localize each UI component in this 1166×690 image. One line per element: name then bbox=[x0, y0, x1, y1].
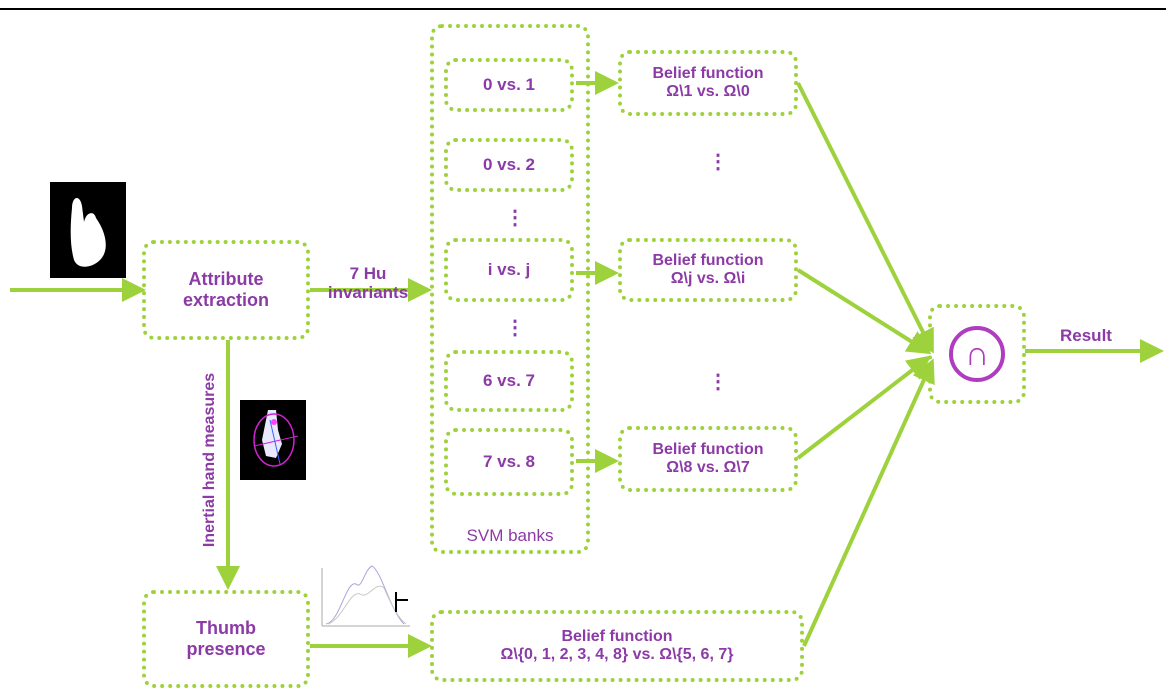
belief-3-line-2: Ω\8 vs. Ω\7 bbox=[666, 459, 750, 476]
belief-bottom-arrow bbox=[802, 358, 935, 647]
belief-function-2-box: Belief function Ω\j vs. Ω\i bbox=[618, 238, 798, 302]
result-label: Result bbox=[1060, 326, 1112, 345]
belief-function-bottom-box: Belief function Ω\{0, 1, 2, 3, 4, 8} vs.… bbox=[430, 610, 804, 682]
inertial-measures-image bbox=[240, 400, 306, 480]
inertial-measures-label: Inertial hand measures bbox=[201, 373, 219, 547]
thumb-line-1: Thumb bbox=[196, 618, 256, 639]
attribute-line-1: Attribute bbox=[188, 269, 264, 290]
belief-1-line-2: Ω\1 vs. Ω\0 bbox=[666, 83, 750, 100]
belief-2-line-2: Ω\j vs. Ω\i bbox=[670, 270, 746, 287]
thumb-presence-box: Thumb presence bbox=[142, 590, 310, 688]
svm-item-6v7: 6 vs. 7 bbox=[444, 350, 574, 412]
svm-item-label: i vs. j bbox=[487, 260, 531, 280]
svm-item-label: 0 vs. 2 bbox=[483, 155, 535, 175]
inertial-plot-icon bbox=[253, 410, 299, 467]
belief-bottom-line-1: Belief function bbox=[561, 627, 673, 645]
belief-function-1-box: Belief function Ω\1 vs. Ω\0 bbox=[618, 50, 798, 116]
svm-banks-label: SVM banks bbox=[466, 526, 554, 546]
histogram-thumbnail bbox=[321, 565, 410, 627]
svm-item-7v8: 7 vs. 8 bbox=[444, 428, 574, 496]
svm-item-label: 6 vs. 7 bbox=[483, 371, 535, 391]
belief-3-line-1: Belief function bbox=[652, 440, 764, 458]
belief-function-3-box: Belief function Ω\8 vs. Ω\7 bbox=[618, 426, 798, 492]
svm-bank-container: SVM banks bbox=[430, 24, 590, 554]
intersection-symbol: ∩ bbox=[964, 335, 990, 373]
thumb-line-2: presence bbox=[186, 639, 266, 659]
belief-2-line-1: Belief function bbox=[652, 251, 764, 269]
svm-item-ivj: i vs. j bbox=[444, 238, 574, 302]
belief-ellipsis-2: ⋮ bbox=[708, 371, 728, 393]
hu-line-1: 7 Hu bbox=[349, 264, 387, 283]
attribute-extraction-box: Attribute extraction bbox=[142, 240, 310, 340]
inertial-text: Inertial hand measures bbox=[201, 372, 218, 548]
belief-1-arrow bbox=[796, 82, 934, 354]
hand-silhouette-image bbox=[50, 182, 126, 278]
belief-3-arrow bbox=[796, 355, 932, 460]
hu-line-2: invariants bbox=[327, 282, 409, 302]
svm-ellipsis-2: ⋮ bbox=[505, 317, 525, 339]
belief-ellipsis-1: ⋮ bbox=[708, 151, 728, 173]
intersection-node-box: ∩ bbox=[928, 304, 1026, 404]
hu-invariants-label: 7 Hu invariants bbox=[318, 264, 418, 302]
belief-2-arrow bbox=[796, 268, 932, 355]
svm-item-label: 0 vs. 1 bbox=[483, 75, 535, 95]
svm-item-label: 7 vs. 8 bbox=[483, 452, 535, 472]
hand-shape-icon bbox=[70, 197, 106, 267]
attribute-line-2: extraction bbox=[182, 290, 270, 310]
svm-item-0v2: 0 vs. 2 bbox=[444, 138, 574, 192]
belief-bottom-line-2: Ω\{0, 1, 2, 3, 4, 8} vs. Ω\{5, 6, 7} bbox=[500, 646, 734, 663]
svm-item-0v1: 0 vs. 1 bbox=[444, 58, 574, 112]
svm-ellipsis-1: ⋮ bbox=[505, 207, 525, 229]
belief-1-line-1: Belief function bbox=[652, 64, 764, 82]
intersection-icon: ∩ bbox=[949, 326, 1005, 382]
top-rule bbox=[0, 8, 1166, 10]
